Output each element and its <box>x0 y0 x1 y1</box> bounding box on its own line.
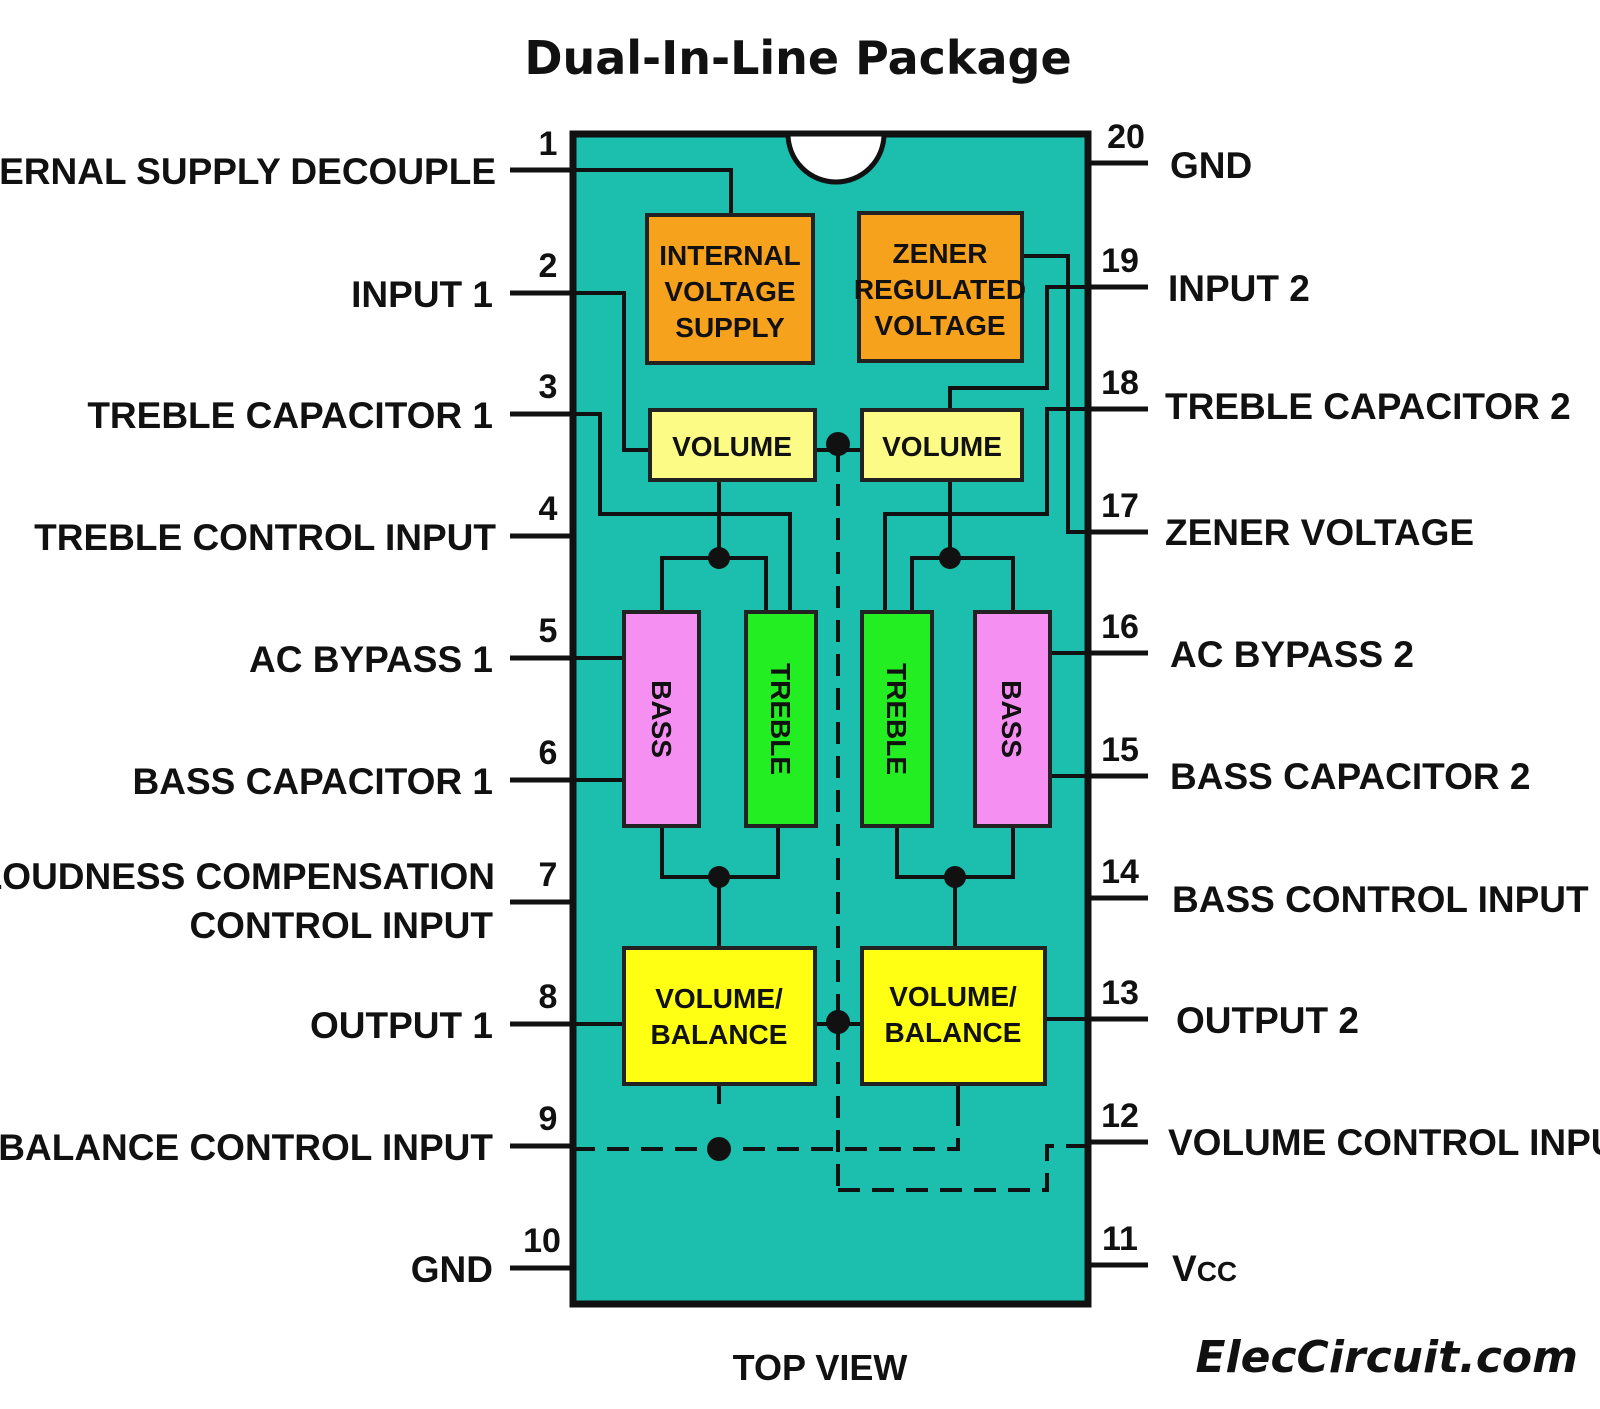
pin-number: 6 <box>539 734 558 772</box>
svg-text:VOLTAGE: VOLTAGE <box>874 310 1005 341</box>
svg-text:TREBLE: TREBLE <box>765 663 796 775</box>
svg-text:BALANCE: BALANCE <box>885 1017 1022 1048</box>
zener-regulated-voltage-block: ZENER REGULATED VOLTAGE <box>854 211 1026 363</box>
pin-label: TREBLE CAPACITOR 1 <box>87 395 493 436</box>
svg-text:VOLTAGE: VOLTAGE <box>664 276 795 307</box>
svg-text:BALANCE: BALANCE <box>651 1019 788 1050</box>
pin-label: OUTPUT 2 <box>1176 1000 1359 1041</box>
control-dashed-lines <box>573 450 1088 1192</box>
svg-text:VOLUME: VOLUME <box>672 431 792 462</box>
volume-block-left: VOLUME <box>648 408 817 482</box>
pin-label: VCC <box>1172 1248 1237 1289</box>
pin-number: 2 <box>539 247 558 285</box>
pin-number: 17 <box>1101 487 1139 525</box>
pin-label: BASS CAPACITOR 1 <box>133 761 493 802</box>
svg-text:SUPPLY: SUPPLY <box>675 312 785 343</box>
left-pin-lines <box>510 167 573 1271</box>
left-pin-labels: INTERNAL SUPPLY DECOUPLE INPUT 1 TREBLE … <box>0 151 496 1290</box>
treble-block-right: TREBLE <box>860 610 934 828</box>
right-pin-lines <box>1088 160 1148 1268</box>
bass-block-left: BASS <box>622 610 701 828</box>
pin-label: BALANCE CONTROL INPUT <box>0 1127 493 1168</box>
right-pin-labels: GND INPUT 2 TREBLE CAPACITOR 2 ZENER VOL… <box>1165 145 1600 1289</box>
pin-number: 5 <box>539 612 558 650</box>
pin-label: INPUT 1 <box>351 274 493 315</box>
svg-text:VOLUME/: VOLUME/ <box>889 981 1017 1012</box>
svg-text:BASS: BASS <box>646 680 677 758</box>
svg-text:REGULATED: REGULATED <box>854 274 1026 305</box>
pin-label: AC BYPASS 1 <box>249 639 493 680</box>
pin-number: 10 <box>523 1222 561 1260</box>
pin-label: INTERNAL SUPPLY DECOUPLE <box>0 151 496 192</box>
pin-number: 3 <box>539 368 558 406</box>
pin-number: 7 <box>539 856 558 894</box>
pin-number: 12 <box>1101 1097 1139 1135</box>
pin-number: 15 <box>1101 731 1139 769</box>
pin-label: AC BYPASS 2 <box>1170 634 1414 675</box>
volume-block-right: VOLUME <box>860 408 1024 482</box>
svg-text:VOLUME/: VOLUME/ <box>655 983 783 1014</box>
pin-label: INPUT 2 <box>1168 268 1310 309</box>
internal-voltage-supply-block: INTERNAL VOLTAGE SUPPLY <box>645 213 815 365</box>
pin1-notch <box>785 131 887 185</box>
pin-label: GND <box>411 1249 493 1290</box>
volume-balance-block-right: VOLUME/ BALANCE <box>860 946 1047 1086</box>
pin-label: ZENER VOLTAGE <box>1165 512 1474 553</box>
left-pin-numbers: 1 2 3 4 5 6 7 8 9 10 <box>523 125 561 1260</box>
pin-label: TREBLE CAPACITOR 2 <box>1165 386 1571 427</box>
svg-text:BASS: BASS <box>996 680 1027 758</box>
svg-text:ZENER: ZENER <box>893 238 988 269</box>
pin-number: 9 <box>539 1100 558 1138</box>
right-pin-numbers: 20 19 18 17 16 15 14 13 12 11 <box>1101 118 1145 1258</box>
pin-label: BASS CONTROL INPUT <box>1172 879 1589 920</box>
svg-text:INTERNAL: INTERNAL <box>659 240 801 271</box>
pin-label: TREBLE CONTROL INPUT <box>34 517 496 558</box>
volume-balance-block-left: VOLUME/ BALANCE <box>622 946 817 1086</box>
top-view-caption: TOP VIEW <box>733 1347 908 1388</box>
junction-dots <box>707 432 966 1161</box>
pin-label: GND <box>1170 145 1252 186</box>
pin-number: 8 <box>539 978 558 1016</box>
pin-label: OUTPUT 1 <box>310 1005 493 1046</box>
pin-number: 20 <box>1107 118 1145 156</box>
pin-label: LOUDNESS COMPENSATION <box>0 856 495 897</box>
pin-label: BASS CAPACITOR 2 <box>1170 756 1530 797</box>
brand-watermark: ElecCircuit.com <box>1195 1332 1578 1383</box>
diagram-title: Dual-In-Line Package <box>524 31 1071 85</box>
pin-number: 11 <box>1102 1220 1138 1258</box>
pin-number: 19 <box>1101 242 1139 280</box>
svg-text:VOLUME: VOLUME <box>882 431 1002 462</box>
pin-number: 13 <box>1101 974 1139 1012</box>
pin-label: VOLUME CONTROL INPUT <box>1168 1122 1600 1163</box>
pin-label: CONTROL INPUT <box>189 905 493 946</box>
pin-number: 4 <box>539 490 558 528</box>
pin-number: 16 <box>1101 608 1139 646</box>
pin-number: 18 <box>1101 364 1139 402</box>
internal-wiring <box>573 168 1088 1104</box>
treble-block-left: TREBLE <box>744 610 818 828</box>
svg-text:TREBLE: TREBLE <box>881 663 912 775</box>
pin-number: 1 <box>539 125 558 163</box>
bass-block-right: BASS <box>973 610 1052 828</box>
pin-number: 14 <box>1101 853 1139 891</box>
